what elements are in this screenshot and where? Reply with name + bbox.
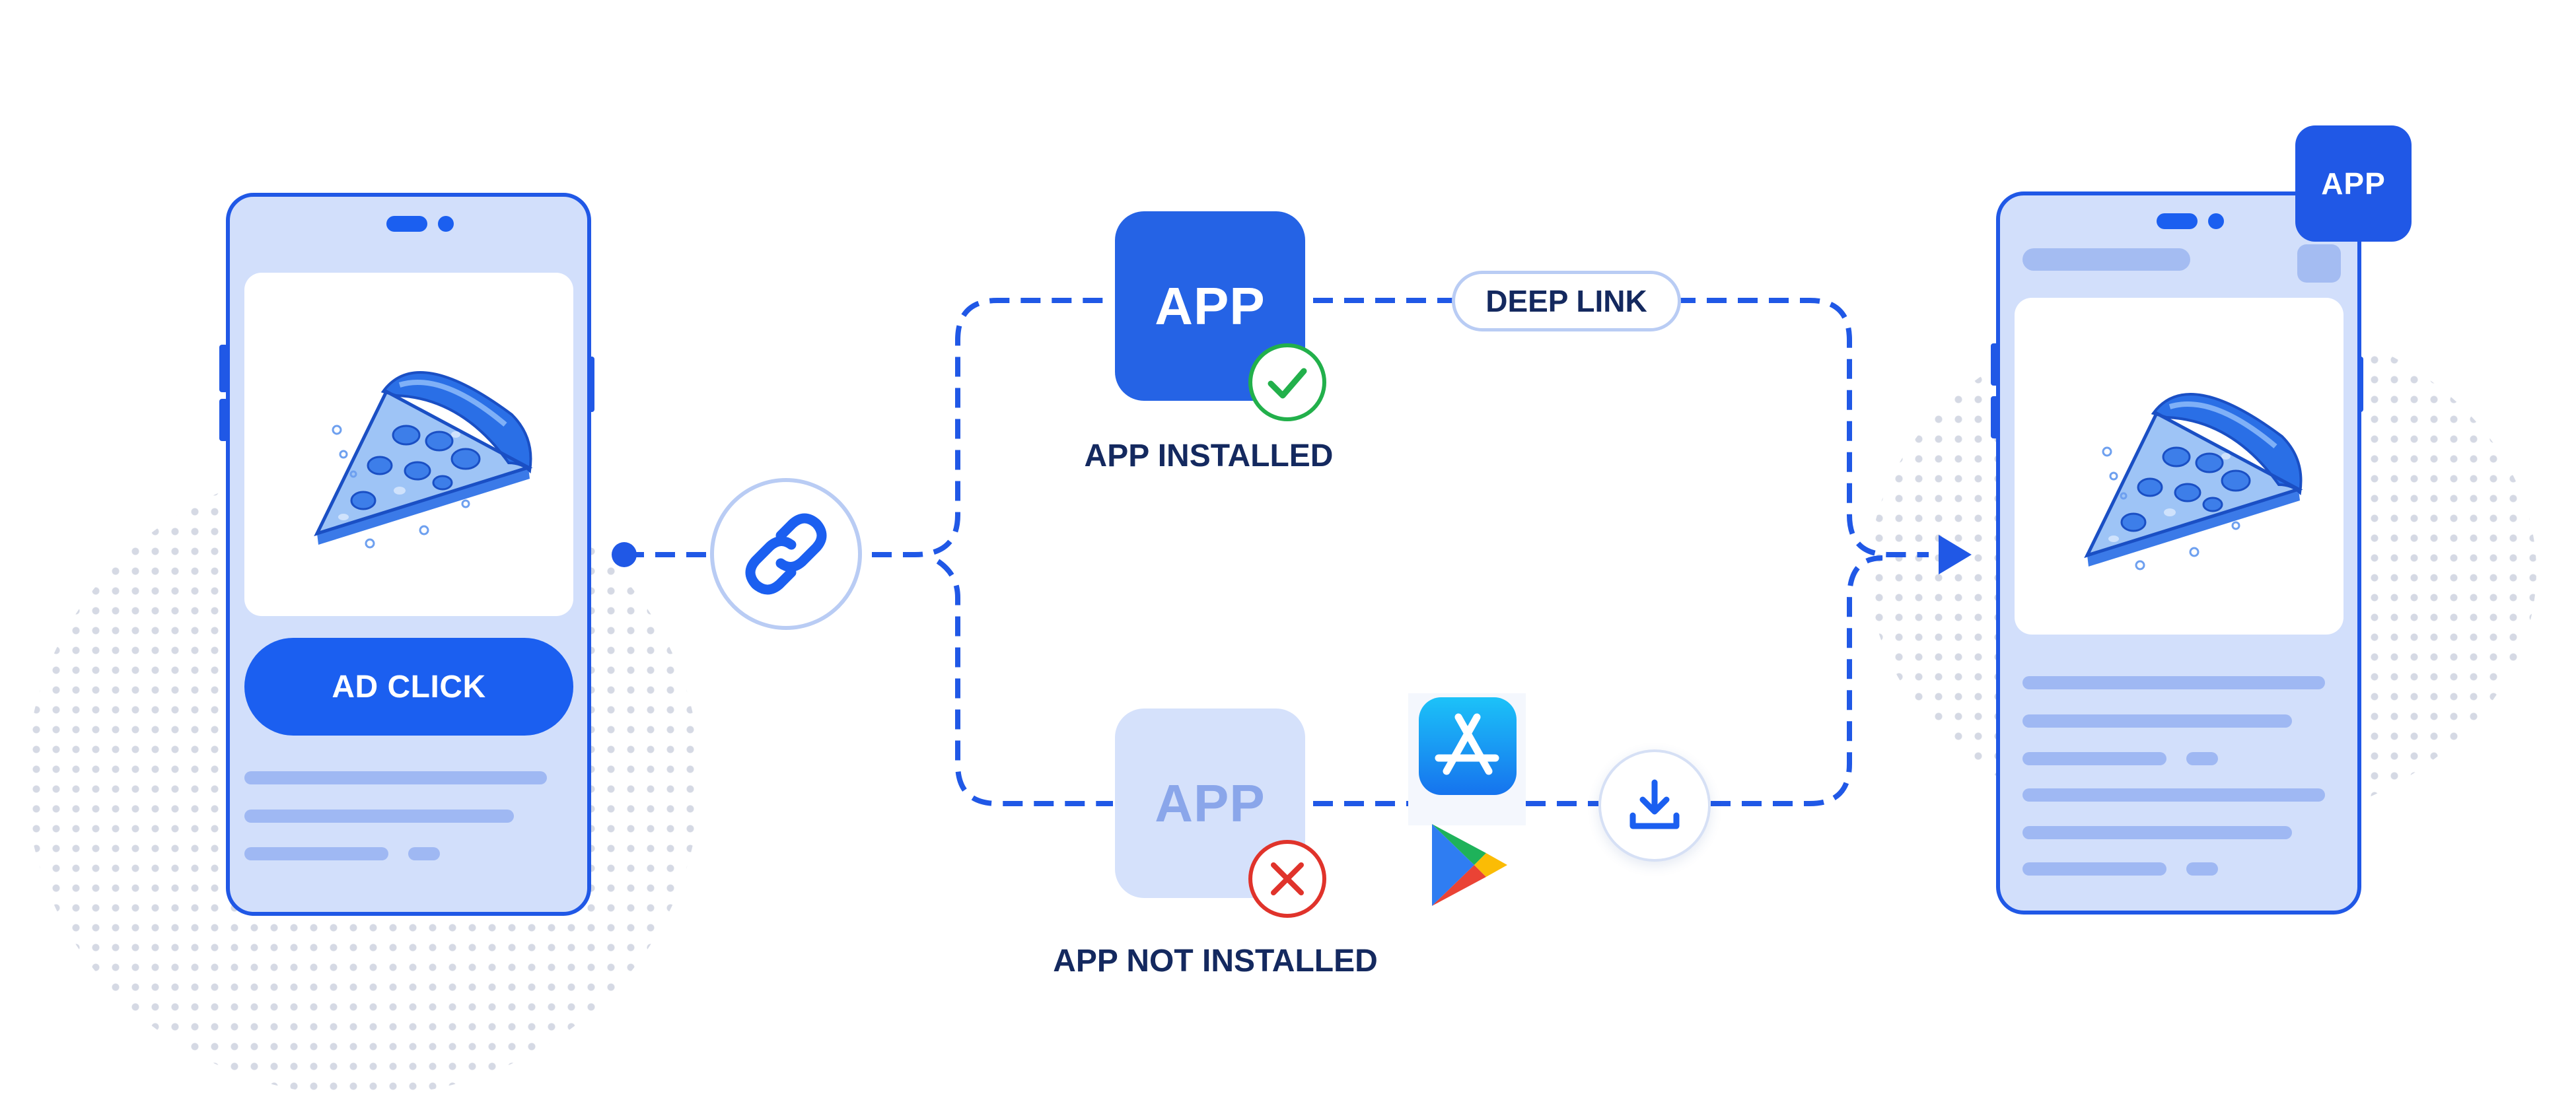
link-node bbox=[710, 478, 862, 630]
app-installed-caption: APP INSTALLED bbox=[1084, 438, 1334, 473]
text-placeholder-bar bbox=[2022, 676, 2325, 689]
text-placeholder-bar bbox=[2022, 714, 2292, 728]
text-placeholder-bar bbox=[244, 847, 388, 860]
app-store-icon[interactable] bbox=[1419, 697, 1517, 795]
left-phone-side-button bbox=[219, 399, 228, 441]
text-placeholder-bar bbox=[244, 810, 514, 823]
phone-speaker bbox=[386, 216, 427, 232]
left-phone-side-button bbox=[219, 345, 228, 392]
text-placeholder-bar bbox=[408, 847, 440, 860]
app-not-installed-caption: APP NOT INSTALLED bbox=[1053, 944, 1378, 979]
ad-click-button[interactable]: AD CLICK bbox=[244, 638, 573, 736]
check-icon bbox=[1268, 368, 1307, 399]
phone-camera bbox=[438, 216, 454, 232]
app-installed-tile: APP bbox=[1115, 211, 1305, 401]
download-node[interactable] bbox=[1598, 749, 1711, 862]
deep-link-label: DEEP LINK bbox=[1452, 271, 1681, 331]
text-placeholder-bar bbox=[2186, 862, 2218, 876]
chain-link-icon bbox=[745, 513, 827, 595]
google-play-icon[interactable] bbox=[1425, 819, 1511, 911]
app-not-installed-tile: APP bbox=[1115, 709, 1305, 898]
text-placeholder-bar bbox=[2022, 788, 2325, 802]
pizza-slice-icon bbox=[314, 371, 533, 549]
app-badge: APP bbox=[2295, 125, 2412, 242]
app-image-card bbox=[2015, 298, 2343, 635]
ad-image-card bbox=[244, 273, 573, 616]
text-placeholder-bar bbox=[2186, 752, 2218, 765]
text-placeholder-bar bbox=[2022, 752, 2166, 765]
close-icon bbox=[1271, 862, 1304, 895]
phone-speaker bbox=[2157, 213, 2198, 229]
download-icon bbox=[1629, 779, 1680, 829]
left-phone: AD CLICK bbox=[226, 193, 591, 916]
pizza-slice-icon bbox=[2084, 393, 2303, 570]
text-placeholder-bar bbox=[2022, 862, 2166, 876]
text-placeholder-bar bbox=[244, 771, 547, 784]
right-phone bbox=[1996, 191, 2361, 915]
not-installed-status bbox=[1248, 840, 1326, 918]
app-header-bar bbox=[2022, 248, 2190, 271]
text-placeholder-bar bbox=[2022, 826, 2292, 839]
app-header-button bbox=[2297, 244, 2341, 283]
installed-status bbox=[1248, 343, 1326, 421]
phone-camera bbox=[2208, 213, 2224, 229]
